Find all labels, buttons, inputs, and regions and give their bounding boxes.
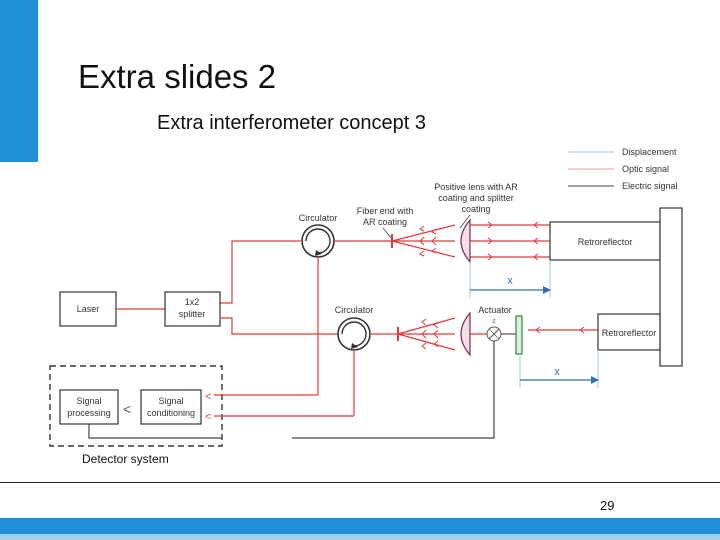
footer-divider [0,482,720,483]
legend-displacement-label: Displacement [622,147,677,157]
retroreflector-top-box [549,221,661,261]
splitter-box [164,291,221,327]
fiber-end-label-2: AR coating [363,217,407,227]
optic-paths-top [220,224,550,395]
reference-frame-bar [659,207,683,367]
signal-processing-label-1: Signal [76,396,101,406]
page-number: 29 [600,498,615,513]
retroreflector-top-label: Retroreflector [578,237,633,247]
slide-title: Extra slides 2 [78,58,277,95]
positive-lens-top [460,218,471,264]
processing-output-line [88,424,222,439]
splitter-to-bottom-circulator [220,317,338,335]
processing-to-conditioning-arrow: < [123,401,131,417]
splitter-label-2: splitter [179,309,206,319]
circulator-top-icon [301,224,335,258]
optic-arrows-bottom [421,318,585,350]
signal-processing-label-2: processing [67,408,111,418]
fiber-end-label-1: Fiber end with [357,206,414,216]
actuator-label: Actuator [478,305,512,315]
positive-lens-bottom [460,311,471,357]
legend-optic-label: Optic signal [622,164,669,174]
positive-lens-pointer [459,214,471,229]
footer-bar [0,518,720,534]
fiber-end-pointer [382,227,392,239]
retroreflector-bottom-box [597,313,661,351]
legend: Displacement Optic signal Electric signa… [568,147,678,191]
actuator-mirror [515,315,523,355]
actuator-z-label: z [492,318,496,325]
detector-system-frame [49,365,223,447]
conditioning-input-arrow-top: < [205,391,211,403]
detector-system-label: Detector system [82,452,169,466]
circulator-bottom-label: Circulator [335,305,374,315]
optic-arrows-top [419,221,539,261]
positive-lens-label-1: Positive lens with AR [434,182,518,192]
signal-processing-box [59,389,119,425]
displacement-x-top-label: x [507,275,513,287]
laser-label: Laser [77,304,100,314]
signal-conditioning-label-1: Signal [158,396,183,406]
electric-line-actuator [292,341,495,439]
legend-electric-label: Electric signal [622,181,678,191]
positive-lens-label-3: coating [461,204,490,214]
signal-conditioning-label-2: conditioning [147,408,195,418]
conditioning-input-arrow-bottom: < [205,411,211,423]
signal-conditioning-box [140,389,202,425]
footer-bar-accent [0,534,720,540]
retroreflector-bottom-label: Retroreflector [602,328,657,338]
displacement-x-bottom-label: x [554,366,560,378]
splitter-label-1: 1x2 [185,297,200,307]
circulator-top-label: Circulator [299,213,338,223]
positive-lens-label-2: coating and splitter [438,193,514,203]
optic-paths-bottom [353,317,598,416]
actuator-icon [486,326,502,342]
slide-subtitle: Extra interferometer concept 3 [157,112,427,134]
circulator-bottom-icon [337,317,371,351]
title-accent-bar [0,0,38,162]
